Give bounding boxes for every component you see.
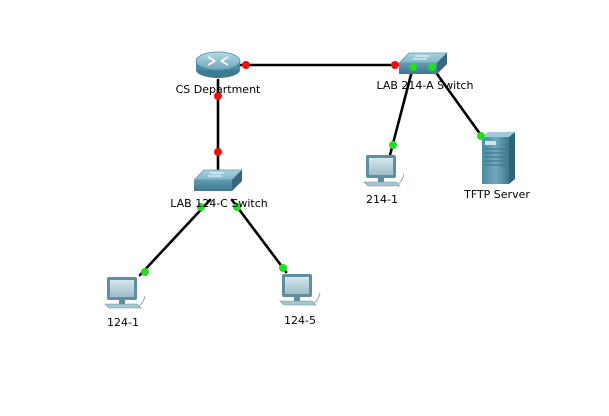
pc-icon[interactable] [104,277,146,309]
link-status-up-indicator [197,203,205,211]
link-status-up-indicator [428,63,436,71]
link-sw_c-pc_124_5[interactable] [230,198,288,274]
link-status-up-indicator [279,264,287,272]
device-label: 214-1 [366,193,398,206]
router-icon[interactable] [195,51,241,78]
server-icon[interactable] [482,132,515,184]
link-status-up-indicator [141,268,149,276]
device-label: LAB 124-C Switch [170,197,267,210]
link-status-down-indicator [214,92,222,100]
device-label: TFTP Server [463,188,530,201]
device-label: 124-5 [284,314,316,327]
device-label: LAB 214-A Switch [376,79,473,92]
link-sw_c-pc_124_1[interactable] [138,198,212,277]
link-status-down-indicator [214,148,222,156]
switch-icon[interactable] [193,169,243,191]
device-label: CS Department [176,83,261,96]
link-status-down-indicator [242,61,250,69]
link-status-up-indicator [409,63,417,71]
pc-icon[interactable] [363,155,405,187]
switch-icon[interactable] [398,52,448,74]
link-status-up-indicator [233,203,241,211]
pc-icon[interactable] [279,274,321,306]
link-sw_a-pc_214_1[interactable] [388,65,415,157]
device-label: 124-1 [107,316,139,329]
link-status-up-indicator [477,132,485,140]
link-status-down-indicator [391,61,399,69]
link-status-up-indicator [389,141,397,149]
link-sw_a-tftp[interactable] [430,65,485,140]
